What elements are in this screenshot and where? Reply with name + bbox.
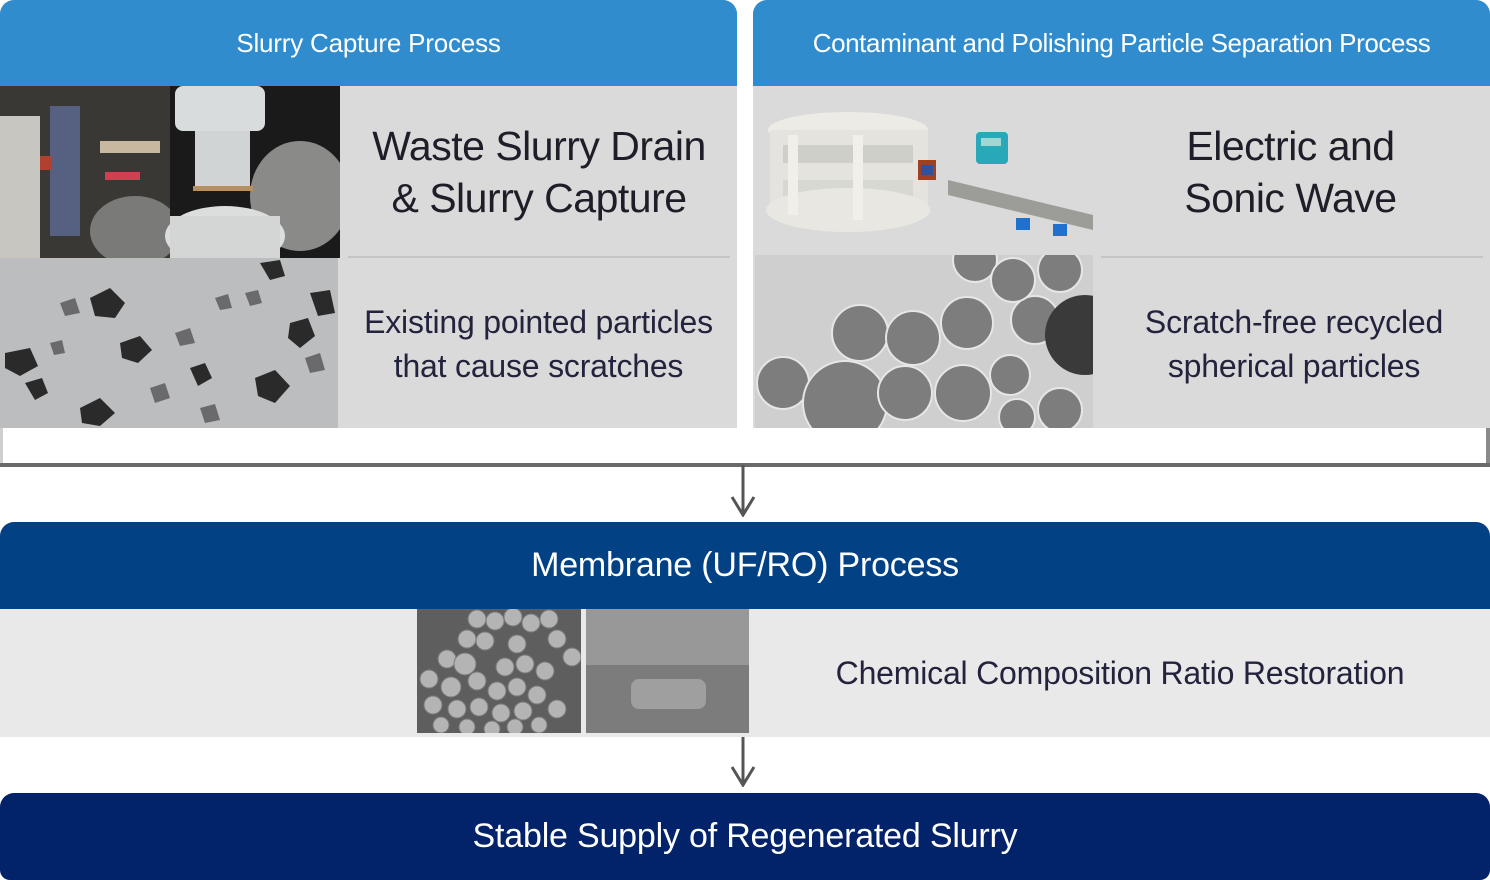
arrow-down-icon bbox=[728, 465, 758, 517]
desc-line: Existing pointed particles bbox=[364, 304, 713, 340]
slurry-capture-header: Slurry Capture Process bbox=[0, 0, 737, 86]
bracket-right-line bbox=[1486, 428, 1490, 466]
electric-sonic-wave-title: Electric and Sonic Wave bbox=[1098, 120, 1483, 224]
bracket-merge-line bbox=[0, 463, 1490, 467]
separation-process-panel: Contaminant and Polishing Particle Separ… bbox=[753, 0, 1490, 428]
stable-supply-bar: Stable Supply of Regenerated Slurry bbox=[0, 793, 1490, 880]
separation-process-header: Contaminant and Polishing Particle Separ… bbox=[753, 0, 1490, 86]
waste-slurry-title: Waste Slurry Drain & Slurry Capture bbox=[345, 120, 733, 224]
separator-and-flowmeter-photo bbox=[758, 100, 1098, 250]
desc-line: spherical particles bbox=[1167, 348, 1421, 384]
divider bbox=[348, 256, 730, 258]
divider bbox=[1101, 256, 1483, 258]
angular-particles-micrograph bbox=[0, 258, 338, 428]
title-line: Sonic Wave bbox=[1184, 175, 1397, 221]
membrane-process-header: Membrane (UF/RO) Process bbox=[0, 522, 1490, 609]
desc-line: that cause scratches bbox=[393, 348, 684, 384]
desc-line: Scratch-free recycled bbox=[1144, 304, 1444, 340]
equipment-photo bbox=[0, 86, 340, 258]
title-line: Electric and bbox=[1186, 123, 1395, 169]
slurry-capture-panel: Slurry Capture Process bbox=[0, 0, 737, 428]
sem-particles-micrograph bbox=[417, 609, 581, 733]
pointed-particles-description: Existing pointed particles that cause sc… bbox=[340, 300, 737, 388]
composition-restoration-label: Chemical Composition Ratio Restoration bbox=[835, 654, 1405, 691]
title-line: Waste Slurry Drain bbox=[372, 123, 706, 169]
arrow-down-icon bbox=[728, 737, 758, 787]
membrane-cross-section-micrograph bbox=[586, 609, 749, 733]
title-line: & Slurry Capture bbox=[391, 175, 687, 221]
spherical-particles-description: Scratch-free recycled spherical particle… bbox=[1098, 300, 1490, 388]
spherical-particles-micrograph bbox=[755, 255, 1093, 428]
bracket-left-line bbox=[0, 428, 3, 466]
